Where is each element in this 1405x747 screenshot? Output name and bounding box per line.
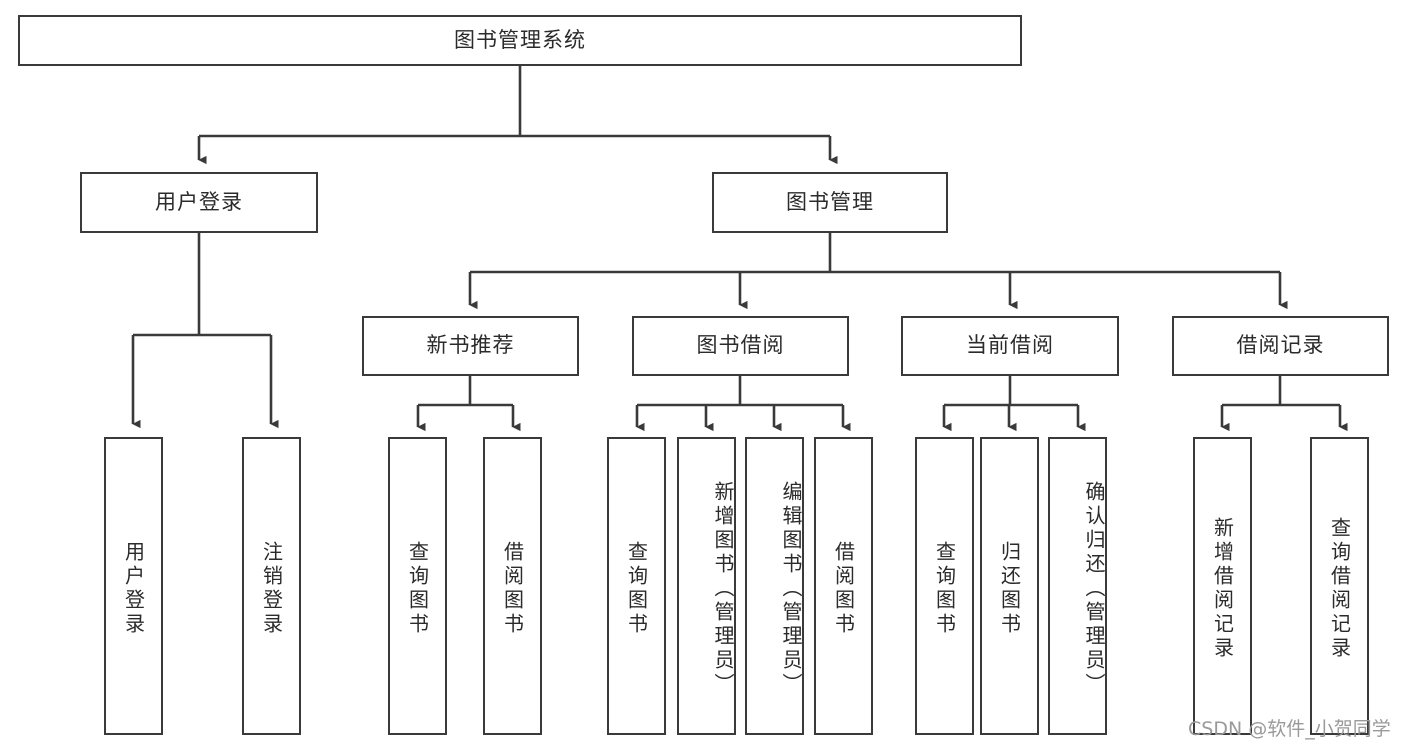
leaf-add-book-label: 新增图书（管理员） (711, 481, 735, 697)
node-new-book-recommend-label: 新书推荐 (426, 333, 515, 358)
leaf-return-book[interactable]: 归还图书 (980, 437, 1039, 735)
leaf-query-book-2-label: 查询图书 (624, 541, 649, 637)
node-current-borrow-label: 当前借阅 (966, 333, 1054, 358)
leaf-logout-label: 注销登录 (259, 541, 284, 637)
leaf-user-login[interactable]: 用户登录 (104, 437, 163, 735)
leaf-query-book-3-label: 查询图书 (932, 541, 957, 637)
node-book-manage-label: 图书管理 (786, 189, 874, 214)
node-user-login-label: 用户登录 (155, 189, 243, 214)
node-borrow-record[interactable]: 借阅记录 (1172, 316, 1389, 376)
leaf-return-book-label: 归还图书 (997, 541, 1022, 637)
leaf-query-book-1[interactable]: 查询图书 (388, 437, 447, 735)
leaf-query-book-3[interactable]: 查询图书 (915, 437, 974, 735)
node-new-book-recommend[interactable]: 新书推荐 (362, 316, 579, 376)
leaf-edit-book[interactable]: 编辑图书（管理员） (745, 437, 804, 735)
leaf-add-record[interactable]: 新增借阅记录 (1193, 437, 1252, 735)
node-root-label: 图书管理系统 (454, 27, 586, 52)
node-book-borrow[interactable]: 图书借阅 (632, 316, 849, 376)
leaf-query-book-2[interactable]: 查询图书 (607, 437, 666, 735)
leaf-borrow-book-2[interactable]: 借阅图书 (814, 437, 873, 735)
leaf-logout[interactable]: 注销登录 (242, 437, 301, 735)
node-borrow-record-label: 借阅记录 (1236, 333, 1325, 358)
leaf-borrow-book-1[interactable]: 借阅图书 (483, 437, 542, 735)
leaf-borrow-book-2-label: 借阅图书 (831, 541, 856, 637)
leaf-query-book-1-label: 查询图书 (405, 541, 430, 637)
leaf-confirm-return-label: 确认归还（管理员） (1082, 481, 1106, 697)
leaf-add-book[interactable]: 新增图书（管理员） (677, 437, 736, 735)
node-root[interactable]: 图书管理系统 (18, 15, 1022, 66)
leaf-confirm-return[interactable]: 确认归还（管理员） (1048, 437, 1107, 735)
node-current-borrow[interactable]: 当前借阅 (901, 316, 1119, 376)
leaf-edit-book-label: 编辑图书（管理员） (779, 481, 803, 697)
watermark: CSDN @软件_小贺同学 (1188, 718, 1391, 740)
leaf-add-record-label: 新增借阅记录 (1210, 517, 1235, 661)
leaf-query-record-label: 查询借阅记录 (1327, 517, 1352, 661)
leaf-query-record[interactable]: 查询借阅记录 (1310, 437, 1369, 735)
node-book-borrow-label: 图书借阅 (696, 333, 785, 358)
leaf-user-login-label: 用户登录 (121, 541, 146, 637)
leaf-borrow-book-1-label: 借阅图书 (500, 541, 525, 637)
node-book-manage[interactable]: 图书管理 (712, 172, 948, 233)
node-user-login[interactable]: 用户登录 (80, 172, 318, 233)
